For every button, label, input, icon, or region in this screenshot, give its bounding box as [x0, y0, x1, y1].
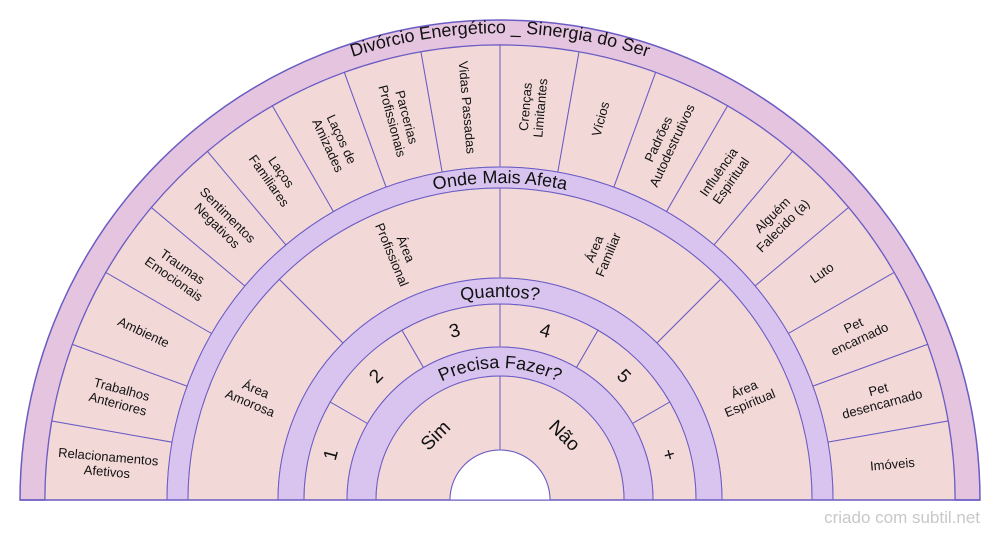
quantos-label: 1	[320, 447, 343, 463]
center-hole	[449, 449, 551, 501]
credit-text: criado com subtil.net	[824, 508, 980, 527]
quantos-label: 3	[447, 320, 463, 343]
outer-label: Imóveis	[869, 455, 915, 474]
outer-label: CrençasLimitantes	[516, 76, 551, 138]
quantos-label: +	[657, 447, 680, 463]
quantos-label: Quantos?	[459, 281, 542, 305]
